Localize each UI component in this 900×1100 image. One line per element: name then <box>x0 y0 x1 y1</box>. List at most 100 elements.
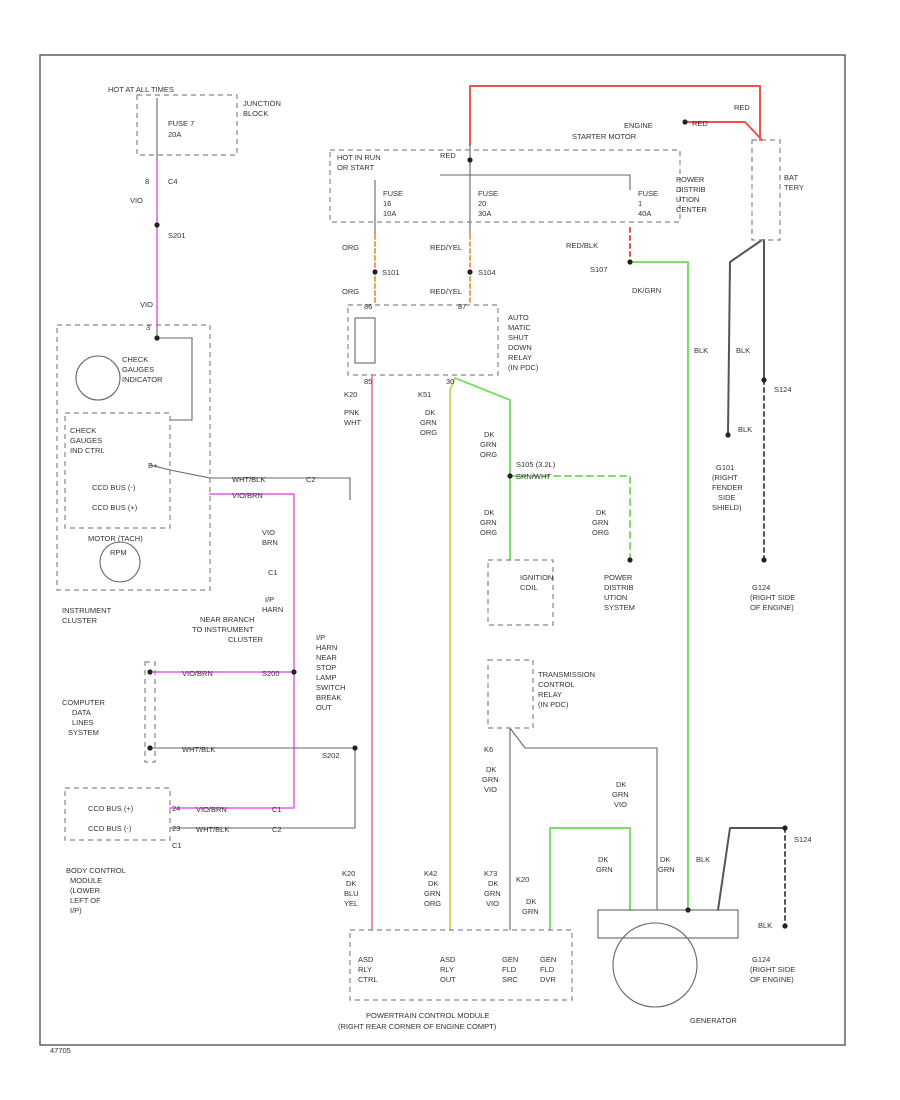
label-ccd-bus-minus: CCD BUS (-) <box>92 483 136 492</box>
generator-bracket <box>597 909 739 939</box>
label-s200: S200 <box>262 669 280 678</box>
label-red-yel-b: RED/YEL <box>430 287 462 296</box>
label-red-top: RED <box>440 151 456 160</box>
wire-vio-brn-main <box>169 493 295 809</box>
pcm-box <box>349 929 573 1001</box>
label-cluster-pin: 3 <box>146 323 150 332</box>
label-brn-wht: BRN/WHT <box>516 472 551 481</box>
label-s104: S104 <box>478 268 496 277</box>
wire-cluster-bplus <box>149 464 211 479</box>
label-fuse7-amp: 20A <box>168 130 181 139</box>
label-bcm-ccd-plus: CCD BUS (+) <box>88 804 134 813</box>
label-pin-86: 86 <box>364 302 372 311</box>
bcm-box <box>64 787 171 841</box>
hot-in-run-box <box>329 149 681 223</box>
label-k51: K51 <box>418 390 431 399</box>
label-bcm-pin23: 23 <box>172 824 180 833</box>
splice-dots <box>147 119 788 929</box>
label-bcm-c1-right: C1 <box>272 805 282 814</box>
label-s107: S107 <box>590 265 608 274</box>
label-c4: C4 <box>168 177 178 186</box>
label-red-yel-a: RED/YEL <box>430 243 462 252</box>
label-bcm-c2-right: C2 <box>272 825 282 834</box>
wire-cluster-internal <box>156 325 193 421</box>
label-blk-c: BLK <box>738 425 752 434</box>
label-pin-bplus: B+ <box>148 461 158 470</box>
label-blk-b: BLK <box>736 346 750 355</box>
instrument-cluster-box <box>56 324 211 591</box>
label-pin-87: 87 <box>458 302 466 311</box>
label-red-blk: RED/BLK <box>566 241 598 250</box>
label-blk-e: BLK <box>758 921 772 930</box>
wire-dk-grn-generator <box>629 261 689 911</box>
wire-dk-grn-org-olive <box>449 377 456 931</box>
wire-dk-grn-org-green <box>454 377 511 561</box>
label-org-a: ORG <box>342 243 359 252</box>
label-bcm-c1: C1 <box>172 841 182 850</box>
label-red-batt: RED <box>734 103 750 112</box>
wire-blk-battery <box>727 239 763 436</box>
label-org-b: ORG <box>342 287 359 296</box>
ignition-coil-box <box>487 559 554 626</box>
asd-relay-coil <box>354 317 376 364</box>
check-gauges-ctrl-box <box>64 412 171 529</box>
label-dk-grn-a: DK/GRN <box>632 286 661 295</box>
label-bcm-pin24: 24 <box>172 804 180 813</box>
check-gauges-lamp-icon <box>75 355 121 401</box>
label-bcm-wht-blk: WHT/BLK <box>196 825 229 834</box>
wire-red-bus <box>440 174 631 190</box>
label-pcm: POWERTRAIN CONTROL MODULE(RIGHT REAR COR… <box>338 1011 497 1031</box>
label-vio-brn-s200: VIO/BRN <box>182 669 213 678</box>
label-blk-d: BLK <box>696 855 710 864</box>
label-vio-cluster: VIO <box>140 300 153 309</box>
label-s201: S201 <box>168 231 186 240</box>
wire-red-battery <box>469 85 761 146</box>
label-s124-b: S124 <box>794 835 812 844</box>
tcr-box <box>487 659 534 729</box>
label-blk-a: BLK <box>694 346 708 355</box>
label-k6: K6 <box>484 745 493 754</box>
diagram-frame <box>39 54 846 1046</box>
asd-relay-box <box>347 304 499 376</box>
battery-box <box>751 139 781 241</box>
label-rpm: RPM <box>110 548 127 557</box>
label-s202: S202 <box>322 751 340 760</box>
label-pin-85: 85 <box>364 377 372 386</box>
label-fuse7: FUSE 7 <box>168 119 194 128</box>
label-generator: GENERATOR <box>690 1016 737 1025</box>
